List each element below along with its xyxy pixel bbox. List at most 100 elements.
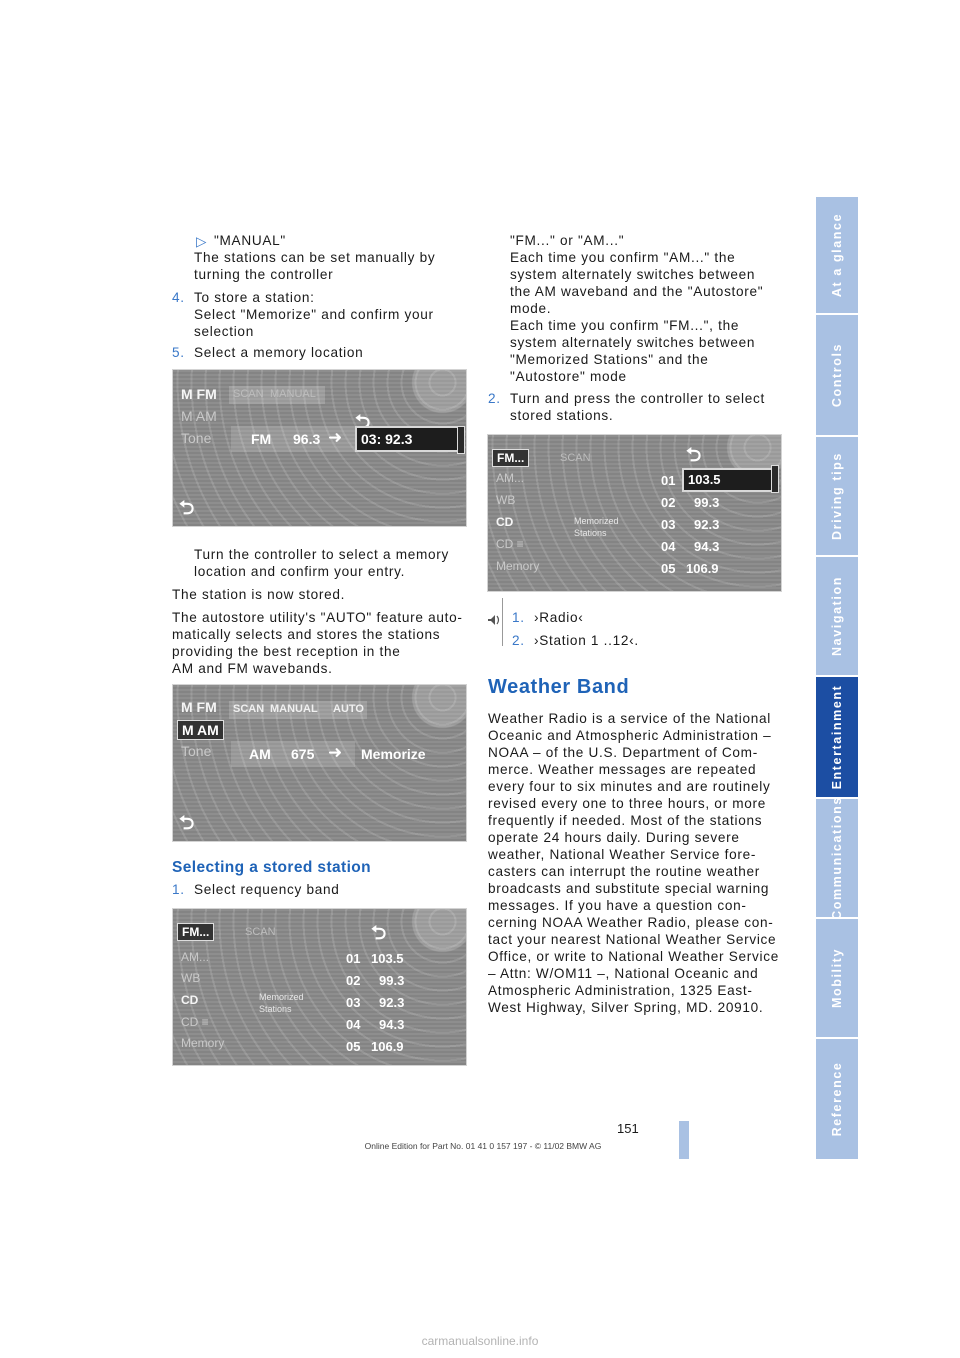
voice-command-station: ›Station 1 ..12‹. (534, 633, 639, 648)
watermark: carmanualsonline.info (421, 1334, 539, 1348)
autostore-line2: matically selects and stores the station… (172, 627, 441, 642)
frequency-value: 96.3 (293, 431, 321, 447)
top-item-scan: SCAN (233, 703, 265, 715)
top-item-scan: SCAN (233, 388, 264, 400)
bullet-marker: ▷ (196, 234, 208, 249)
tab-driving-tips[interactable]: Driving tips (816, 437, 858, 557)
station-num: 01 (661, 473, 676, 488)
step2-line2: stored stations. (510, 408, 614, 423)
step-number: 4. (172, 290, 185, 305)
band-label: FM (251, 431, 272, 447)
memorized-label-line1: Memorized (574, 516, 619, 526)
cont-line: "FM..." or "AM..." (510, 233, 625, 248)
step4-line2: Select "Memorize" and confirm your (194, 307, 434, 322)
cont-line: the AM waveband and the "Autostore" (510, 284, 764, 299)
station-num: 05 (661, 561, 676, 576)
radio-screen-stored-stations-selected: FM... AM... WB CD CD ≡ Memory SCAN ⮌ Mem… (487, 434, 782, 592)
step-number: 5. (172, 345, 185, 360)
autostore-line1: The autostore utility's "AUTO" feature a… (172, 610, 463, 625)
top-item-manual: MANUAL (270, 703, 318, 715)
weather-line: revised every one to three hours, or mor… (488, 796, 767, 811)
tab-label: At a glance (830, 212, 844, 298)
top-item-manual: MANUAL (270, 388, 316, 400)
menu-item-fm-selected: FM... (492, 449, 530, 467)
tab-label: Driving tips (830, 452, 844, 540)
station-num: 02 (661, 495, 676, 510)
tab-label: Entertainment (830, 684, 844, 790)
station-freq: 94.3 (379, 1017, 405, 1032)
top-item-scan: SCAN (560, 452, 591, 464)
station-num: 04 (661, 539, 676, 554)
radio-screen-stored-stations: FM... AM... WB CD CD ≡ Memory SCAN ⮌ Mem… (172, 908, 467, 1066)
weather-line: West Highway, Silver Spring, MD. 20910. (488, 1000, 764, 1015)
tab-at-a-glance[interactable]: At a glance (816, 197, 858, 315)
tab-label: Reference (830, 1061, 844, 1137)
step5-text: Select a memory location (194, 345, 364, 360)
tab-controls[interactable]: Controls (816, 315, 858, 437)
page-marker-bar (679, 1121, 689, 1159)
return-icon: ⮌ (179, 498, 195, 519)
weather-line: – Attn: W/OM11 –, National Oceanic and (488, 966, 759, 981)
station-freq: 92.3 (379, 995, 405, 1010)
step-number: 1. (172, 882, 185, 897)
station-num: 03 (346, 995, 361, 1010)
manual-text-line2: turning the controller (194, 267, 334, 282)
menu-item-wb: WB (181, 971, 201, 985)
menu-item-wb: WB (496, 493, 516, 507)
menu-item-m-am: M AM (181, 408, 217, 424)
station-freq: 99.3 (694, 495, 720, 510)
top-item-auto: AUTO (333, 703, 364, 715)
memorize-label: Memorize (361, 746, 426, 762)
cont-line: system alternately switches between (510, 335, 756, 350)
scrollbar-thumb (457, 426, 465, 454)
footer-text: Online Edition for Part No. 01 41 0 157 … (364, 1141, 602, 1151)
scrollbar-thumb (771, 465, 779, 493)
manual-title: "MANUAL" (214, 233, 286, 248)
menu-item-cd: CD (181, 993, 199, 1007)
memorized-label-line2: Stations (259, 1004, 292, 1014)
memorized-label-line1: Memorized (259, 992, 304, 1002)
weather-line: NOAA – of the U.S. Department of Com- (488, 745, 758, 760)
tab-label: Navigation (830, 576, 844, 656)
memorized-label-line2: Stations (574, 528, 607, 538)
weather-line: Weather Radio is a service of the Nation… (488, 711, 772, 726)
station-freq: 106.9 (371, 1039, 404, 1054)
tab-reference[interactable]: Reference (816, 1039, 858, 1161)
station-freq: 99.3 (379, 973, 405, 988)
radio-screen-autostore: M FM M AM Tone SCAN MANUAL AUTO AM 675 ➜… (172, 684, 467, 842)
turn-line1: Turn the controller to select a memory (194, 547, 450, 562)
cont-line: Each time you confirm "AM..." the (510, 250, 736, 265)
station-freq: 103.5 (371, 951, 404, 966)
menu-item-memory: Memory (181, 1036, 225, 1050)
station-freq: 92.3 (694, 517, 720, 532)
tab-mobility[interactable]: Mobility (816, 919, 858, 1039)
note-number: 1. (512, 610, 525, 625)
station-freq-selected: 103.5 (682, 468, 778, 492)
tab-navigation[interactable]: Navigation (816, 557, 858, 677)
stored-text: The station is now stored. (172, 587, 346, 602)
note-number: 2. (512, 633, 525, 648)
station-freq: 94.3 (694, 539, 720, 554)
step4-line3: selection (194, 324, 254, 339)
menu-item-am: AM... (181, 950, 210, 964)
return-icon: ⮌ (179, 813, 195, 834)
weather-line: frequently if needed. Most of the statio… (488, 813, 763, 828)
step-number: 2. (488, 391, 501, 406)
menu-item-m-fm: M FM (181, 699, 217, 715)
tab-entertainment[interactable]: Entertainment (816, 677, 858, 799)
weather-band-heading: Weather Band (488, 676, 630, 698)
station-num: 03 (661, 517, 676, 532)
weather-line: messages. If you have a question con- (488, 898, 747, 913)
station-num: 04 (346, 1017, 361, 1032)
step4-line1: To store a station: (194, 290, 315, 305)
tab-label: Controls (830, 342, 844, 408)
tab-communications[interactable]: Communications (816, 796, 858, 920)
station-freq: 106.9 (686, 561, 719, 576)
arrow-right-icon: ➜ (328, 428, 343, 447)
frequency-value: 675 (291, 746, 315, 762)
weather-line: Atmospheric Administration, 1325 East- (488, 983, 753, 998)
weather-line: every four to six minutes and are routin… (488, 779, 771, 794)
arrow-right-icon: ➜ (328, 743, 343, 762)
tab-label: Mobility (830, 947, 844, 1009)
cont-line: Each time you confirm "FM...", the (510, 318, 740, 333)
